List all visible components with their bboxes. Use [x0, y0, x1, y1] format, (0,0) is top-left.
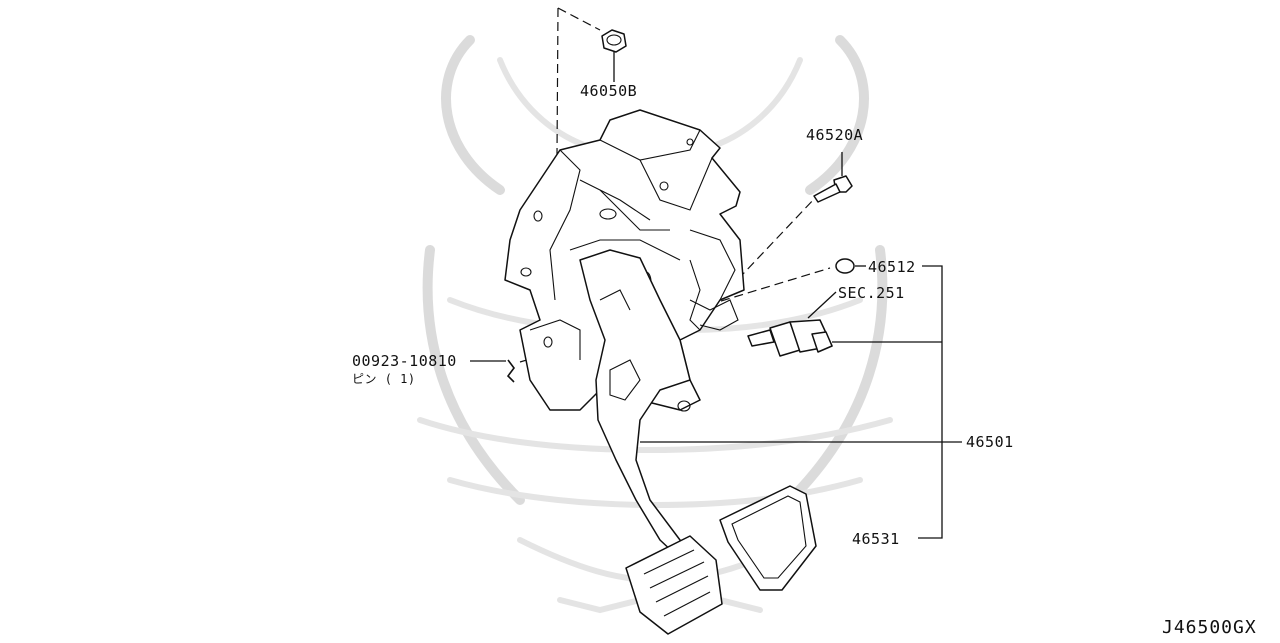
callout-00923-10810: 00923-10810: [352, 352, 457, 370]
nut-part: [601, 29, 627, 82]
callout-46501: 46501: [966, 433, 1014, 451]
pedal-arm: [579, 249, 701, 569]
pin-part: [506, 359, 515, 383]
switch-part: [747, 291, 837, 357]
callout-46512: 46512: [868, 258, 916, 276]
leader-lines: [470, 265, 962, 539]
callout-sec251: SEC.251: [838, 284, 905, 302]
callout-46050B: 46050B: [580, 82, 637, 100]
pivot-bolt-part: [813, 152, 853, 203]
callout-46531: 46531: [852, 530, 900, 548]
stopper-part: [835, 258, 866, 274]
diagram-id: J46500GX: [1162, 617, 1257, 638]
pedal-pad: [625, 535, 723, 635]
callout-46520A: 46520A: [806, 126, 863, 144]
rubber-pad-part: [719, 485, 817, 591]
callout-pin-sublabel: ピン ( 1): [352, 372, 416, 386]
